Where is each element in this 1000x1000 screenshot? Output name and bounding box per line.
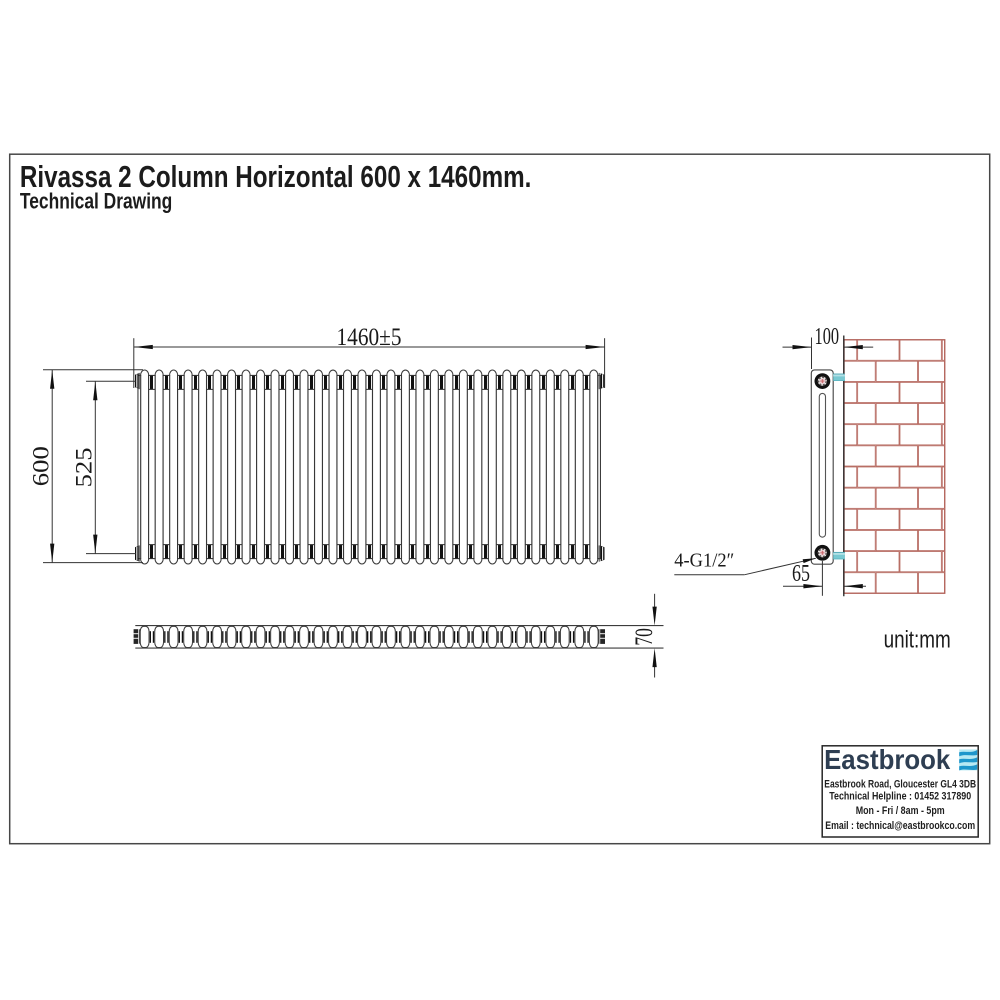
svg-text:Technical Drawing: Technical Drawing xyxy=(20,188,172,213)
svg-text:Rivassa 2 Column Horizontal 60: Rivassa 2 Column Horizontal 600 x 1460mm… xyxy=(20,159,532,194)
svg-text:525: 525 xyxy=(71,447,96,487)
svg-text:Mon - Fri / 8am - 5pm: Mon - Fri / 8am - 5pm xyxy=(856,805,945,817)
svg-text:1460±5: 1460±5 xyxy=(337,322,402,351)
svg-text:600: 600 xyxy=(28,446,53,486)
svg-text:Technical Helpline : 01452 317: Technical Helpline : 01452 317890 xyxy=(829,791,971,803)
svg-text:65: 65 xyxy=(792,561,810,587)
svg-text:100: 100 xyxy=(815,324,840,350)
svg-text:70: 70 xyxy=(629,628,658,646)
svg-text:Eastbrook: Eastbrook xyxy=(824,744,951,775)
svg-text:unit:mm: unit:mm xyxy=(884,626,951,653)
svg-text:4-G1/2″: 4-G1/2″ xyxy=(674,551,734,572)
svg-text:Email : technical@eastbrookco.: Email : technical@eastbrookco.com xyxy=(825,820,975,832)
svg-text:Eastbrook Road, Gloucester GL4: Eastbrook Road, Gloucester GL4 3DB xyxy=(824,779,976,791)
